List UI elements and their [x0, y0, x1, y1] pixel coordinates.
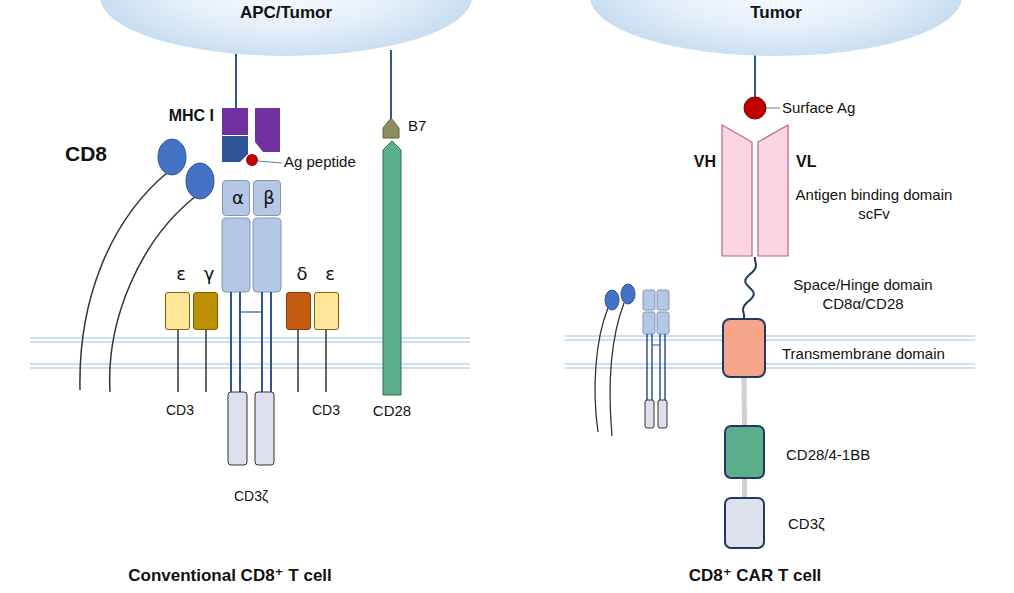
costim-domain-box: CD28/4-1BB [724, 425, 765, 479]
callout-label: Surface Ag [782, 99, 892, 118]
zeta-chain [255, 392, 274, 465]
chain-connector [742, 479, 747, 497]
membrane-line [565, 335, 975, 337]
membrane-line [565, 367, 975, 369]
cd8-domain [158, 139, 186, 175]
tcr-tail [659, 334, 661, 400]
molecule-label: CD28 [364, 402, 420, 421]
membrane-line [30, 363, 470, 365]
node-text: VL [796, 152, 832, 172]
transmembrane-box: Transmembrane domain [722, 318, 766, 378]
node-text: Tumor [590, 2, 962, 23]
node-text: ε [166, 263, 196, 286]
disulfide-bond [240, 311, 262, 312]
cd8-stalk [110, 196, 196, 392]
domain-label: Space/Hinge domain CD8α/CD28 [788, 276, 938, 314]
tcr-domain [657, 290, 669, 310]
cd3-chain-box: γ [193, 292, 218, 330]
mhc-domain [222, 136, 248, 162]
cd8-domain [605, 290, 619, 310]
molecule-label: CD3 [304, 402, 348, 420]
cd3-tail [297, 330, 299, 392]
molecule-label: CD3ζ [220, 488, 282, 506]
tcr-domain [657, 312, 669, 334]
membrane-line [30, 341, 470, 343]
cell-surface-band: APC/Tumor [100, 0, 472, 56]
anchor-line [754, 50, 756, 97]
node-text: Transmembrane domain [782, 345, 982, 364]
molecule-label: CD3 [158, 402, 202, 420]
node-text: δ [287, 263, 317, 286]
cell-surface-band: Tumor [590, 0, 962, 56]
tcr-tail [651, 334, 653, 400]
zeta-chain [645, 400, 654, 428]
callout-label: Ag peptide [284, 153, 394, 172]
disulfide-bond [652, 345, 660, 346]
mhc-domain [255, 108, 280, 152]
membrane-line [30, 337, 470, 339]
anchor-line [390, 50, 392, 120]
cd3-tail [325, 330, 327, 392]
leader-line [766, 108, 780, 109]
cd8-domain [621, 284, 635, 304]
zeta-chain [228, 392, 247, 465]
molecule-label: CD8 [58, 141, 114, 167]
node-text: VH [680, 152, 716, 172]
node-text: α [223, 187, 253, 210]
membrane-line [565, 339, 975, 341]
anchor-line [235, 50, 237, 108]
leader-line [258, 161, 282, 163]
node-text: β [254, 187, 284, 210]
panel-caption: CD8⁺ CAR T cell [640, 565, 870, 586]
cd8-stalk [80, 172, 168, 390]
panel-caption: Conventional CD8⁺ T cell [70, 565, 390, 586]
scfv-chain [722, 125, 752, 256]
hinge-connector [743, 257, 756, 318]
tcr-tail [664, 334, 666, 400]
tcr-domain [643, 290, 655, 310]
node-text: ε [315, 263, 345, 286]
cd3-tail [205, 330, 207, 392]
cd28-receptor [383, 141, 401, 395]
tcr-chain-box: β [253, 180, 281, 216]
peptide-dot [246, 154, 258, 166]
membrane-line [565, 363, 975, 365]
cd3-chain-box: δ [286, 292, 311, 330]
tcr-domain [643, 312, 655, 334]
scfv-domain: VHVL [720, 122, 790, 257]
tcr-tail [230, 292, 232, 392]
molecule-label: B7 [408, 117, 438, 136]
tcr-tail [239, 292, 241, 392]
zeta-domain-box: CD3ζ [724, 497, 765, 549]
cd8-domain [186, 163, 214, 199]
cd3-tail [177, 330, 179, 392]
cd8-stalk [610, 303, 624, 436]
zeta-chain [658, 400, 667, 428]
node-text: CD28/4-1BB [786, 446, 926, 465]
node-text: APC/Tumor [100, 2, 472, 23]
tcr-chain-box: α [222, 180, 250, 216]
scfv-chain [758, 125, 788, 256]
tcr-domain [253, 218, 281, 292]
node-text: γ [194, 263, 224, 286]
tcr-domain [222, 218, 250, 292]
scfv-outline [720, 122, 790, 257]
membrane-line [30, 367, 470, 369]
tcr-tail [261, 292, 263, 392]
antigen-dot [744, 97, 766, 119]
cd3-chain-box: ε [165, 292, 190, 330]
chain-connector [742, 378, 748, 425]
domain-label: Antigen binding domain scFv [788, 186, 960, 224]
b7-ligand [383, 118, 399, 138]
cd8-stalk [595, 308, 608, 432]
tcr-tail [270, 292, 272, 392]
mhc-domain [222, 108, 248, 135]
molecule-label: MHC I [150, 106, 214, 126]
node-text: CD3ζ [788, 515, 888, 534]
cd3-chain-box: ε [314, 292, 339, 330]
tcr-tail [646, 334, 648, 400]
